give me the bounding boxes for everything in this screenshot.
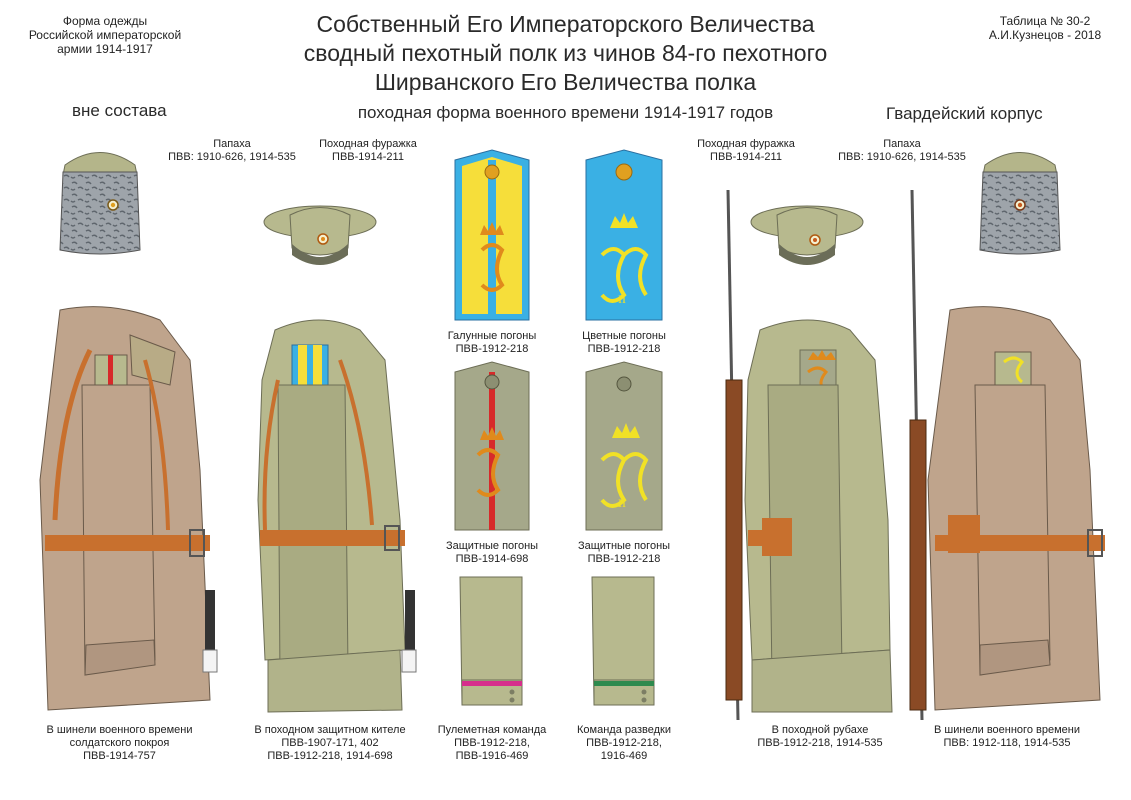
- caption-line: ПВВ: 1912-118, 1914-535: [943, 737, 1071, 749]
- header-top-right: Таблица № 30-2 А.И.Кузнецов - 2018: [985, 14, 1105, 42]
- caption-line: ПВВ-1912-218,: [454, 737, 530, 749]
- protective-1914-caption: Защитные погоны ПВВ-1914-698: [432, 540, 552, 566]
- caption-line: Походная фуражка: [697, 138, 795, 150]
- caption-line: В походном защитном кителе: [254, 724, 406, 736]
- caption-line: ПВВ-1914-698: [455, 553, 529, 565]
- colored-board-caption: Цветные погоны ПВВ-1912-218: [564, 330, 684, 356]
- caption-line: ПВВ-1912-218, 1914-698: [267, 750, 393, 762]
- galun-board-caption: Галунные погоны ПВВ-1912-218: [432, 330, 552, 356]
- machinegun-caption: Пулеметная команда ПВВ-1912-218, ПВВ-191…: [432, 724, 552, 763]
- protective-1912-caption: Защитные погоны ПВВ-1912-218: [564, 540, 684, 566]
- caption-line: ПВВ-1912-218, 1914-535: [757, 737, 883, 749]
- section-right-title: Гвардейский корпус: [886, 104, 1043, 123]
- caption-line: В походной рубахе: [771, 724, 869, 736]
- caption-line: Защитные погоны: [577, 540, 671, 552]
- caption-line: В шинели военного времени: [934, 724, 1080, 736]
- header-top-left-line: Российской императорской: [28, 28, 182, 42]
- monogram-numeral: II: [618, 292, 626, 306]
- header-top-left-line: армии 1914-1917: [57, 42, 153, 56]
- cap-right-caption: Походная фуражка ПВВ-1914-211: [686, 138, 806, 164]
- caption-line: ПВВ-1912-218,: [586, 737, 662, 749]
- caption-line: ПВВ-1907-171, 402: [281, 737, 379, 749]
- caption-line: ПВВ: 1910-626, 1914-535: [168, 151, 296, 163]
- tunic-caption: В походном защитном кителе ПВВ-1907-171,…: [245, 724, 415, 763]
- caption-line: ПВВ-1912-218: [455, 343, 529, 355]
- caption-line: В шинели военного времени: [46, 724, 193, 736]
- page-title: Собственный Его Императорского Величеств…: [200, 10, 931, 97]
- overcoat-right-caption: В шинели военного времени ПВВ: 1912-118,…: [922, 724, 1092, 750]
- caption-line: ПВВ-1912-218: [587, 553, 661, 565]
- page-subtitle: походная форма военного времени 1914-191…: [357, 103, 774, 122]
- shirt-caption: В походной рубахе ПВВ-1912-218, 1914-535: [745, 724, 895, 750]
- page-title-line: сводный пехотный полк из чинов 84-го пех…: [303, 40, 828, 66]
- page-title-line: Ширванского Его Величества полка: [374, 69, 757, 95]
- header-top-left-line: Форма одежды: [62, 14, 148, 28]
- caption-line: Цветные погоны: [582, 330, 666, 342]
- caption-line: ПВВ-1912-218: [587, 343, 661, 355]
- author-credit: А.И.Кузнецов - 2018: [988, 28, 1102, 42]
- overcoat-left-caption: В шинели военного времени солдатского по…: [42, 724, 197, 763]
- caption-line: Защитные погоны: [445, 540, 539, 552]
- caption-line: Папаха: [213, 138, 251, 150]
- header-top-left: Форма одежды Российской императорской ар…: [20, 14, 190, 56]
- caption-line: солдатского покроя: [69, 737, 170, 749]
- caption-line: Походная фуражка: [319, 138, 417, 150]
- caption-line: Галунные погоны: [447, 330, 537, 342]
- table-number: Таблица № 30-2: [999, 14, 1091, 28]
- recon-caption: Команда разведки ПВВ-1912-218, 1916-469: [564, 724, 684, 763]
- monogram-numeral: II: [618, 496, 626, 510]
- caption-line: ПВВ-1916-469: [455, 750, 529, 762]
- caption-line: ПВВ-1914-757: [83, 750, 156, 762]
- caption-line: ПВВ-1914-211: [332, 151, 404, 163]
- page-title-line: Собственный Его Императорского Величеств…: [316, 11, 815, 37]
- caption-line: Команда разведки: [577, 724, 671, 736]
- caption-line: ПВВ: 1910-626, 1914-535: [838, 151, 966, 163]
- section-left-title: вне состава: [72, 101, 167, 120]
- papakha-right-caption: Папаха ПВВ: 1910-626, 1914-535: [822, 138, 982, 164]
- caption-line: Пулеметная команда: [437, 724, 547, 736]
- caption-line: 1916-469: [600, 750, 648, 762]
- caption-line: Папаха: [883, 138, 921, 150]
- caption-line: ПВВ-1914-211: [710, 151, 782, 163]
- papakha-left-caption: Папаха ПВВ: 1910-626, 1914-535: [152, 138, 312, 164]
- cap-left-caption: Походная фуражка ПВВ-1914-211: [308, 138, 428, 164]
